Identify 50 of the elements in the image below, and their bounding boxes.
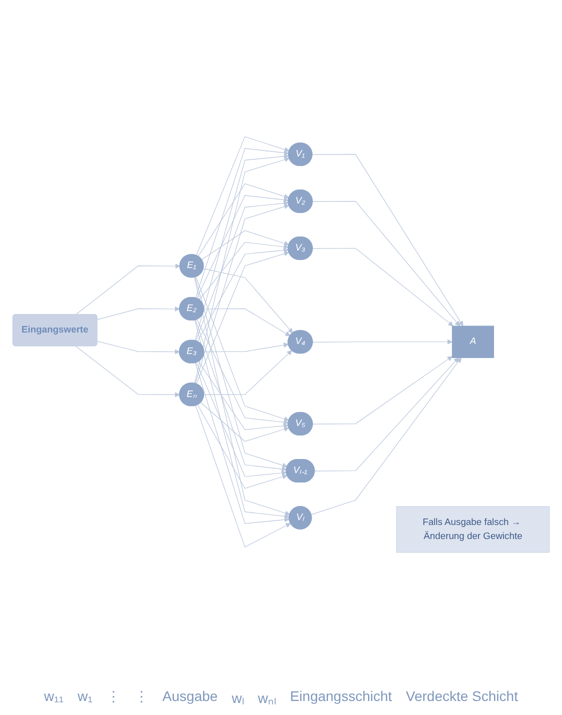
arrow (196, 201, 289, 342)
diagram-label: Ausgabe (162, 688, 218, 706)
diagram-label: ⋮ (106, 688, 120, 706)
arrow (312, 154, 464, 327)
arrow (194, 154, 289, 342)
arrow (198, 362, 289, 430)
arrow (204, 342, 289, 353)
arrow (204, 350, 292, 396)
arrow (196, 136, 290, 256)
arrow (194, 204, 290, 384)
arrow (196, 252, 290, 385)
arrow (196, 320, 289, 426)
arrow (197, 248, 289, 342)
arrow (75, 264, 180, 316)
node-box: A (452, 326, 494, 358)
arrow (97, 306, 180, 320)
arrow (196, 362, 287, 478)
diagram-label: wₗ (232, 689, 244, 707)
arrow (312, 340, 452, 345)
arrow (196, 277, 290, 422)
arrow (195, 320, 287, 472)
diagram-label: wₙₗ (258, 689, 276, 707)
arrow (312, 356, 452, 425)
arrow (204, 308, 290, 337)
arrow (200, 402, 290, 442)
arrow (198, 184, 290, 258)
arrow (195, 148, 289, 299)
arrow (199, 242, 289, 300)
arrow (201, 230, 290, 260)
diagram-label: ⋮ (134, 688, 148, 706)
arrow (314, 358, 459, 472)
arrow (197, 405, 288, 490)
arrow (195, 406, 291, 548)
node-box: Falls Ausgabe falsch → Änderung der Gewichte (396, 506, 550, 554)
arrow (203, 268, 293, 334)
arrow (196, 196, 289, 300)
arrow (194, 277, 288, 468)
diagram-label: Eingangsschicht (290, 688, 392, 706)
arrow (75, 346, 180, 398)
arrow (195, 363, 290, 524)
arrow (312, 248, 454, 327)
diagram-label: w₁ (78, 688, 92, 706)
arrow (97, 341, 180, 355)
arrow (194, 320, 290, 520)
arrow (194, 278, 290, 516)
diagram-label: w₁₁ (44, 688, 64, 706)
arrow (194, 158, 290, 384)
arrow (311, 358, 462, 516)
arrow (312, 201, 460, 327)
diagram-label: Verdeckte Schicht (406, 688, 518, 706)
